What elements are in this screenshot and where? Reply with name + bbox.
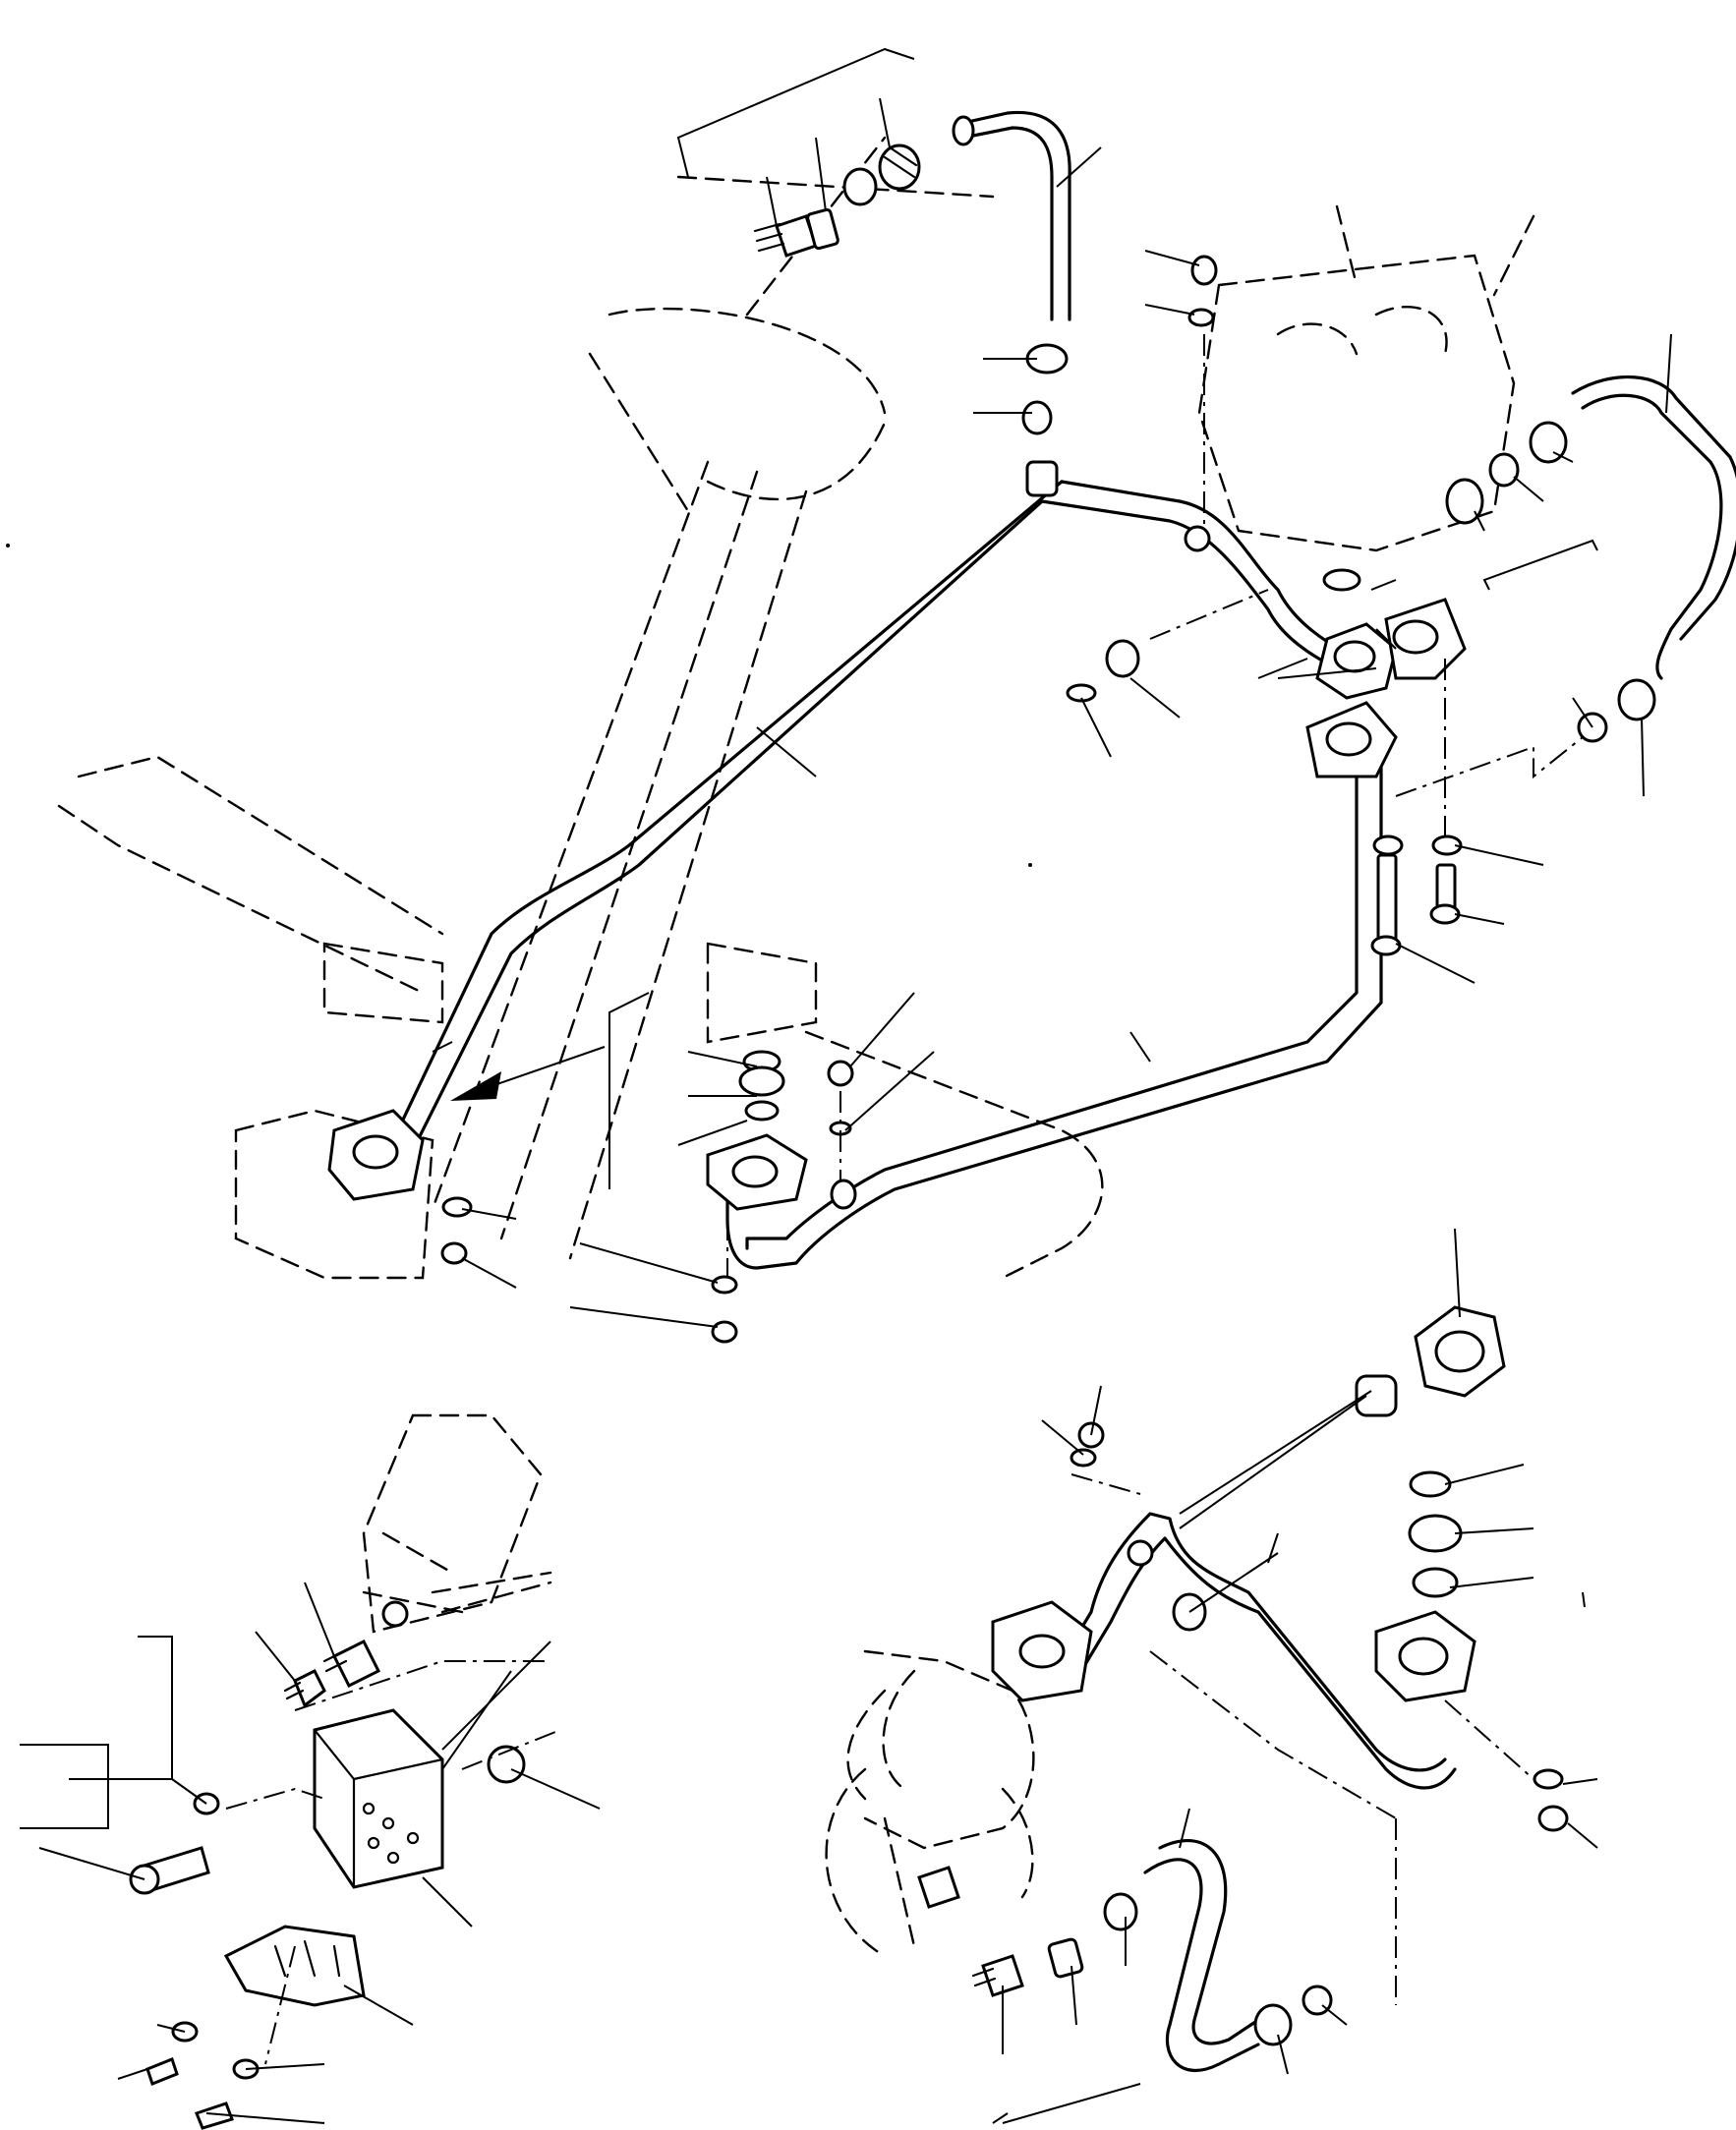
lower-right-assembly [825, 1228, 1598, 2124]
fittings-right [1445, 421, 1656, 743]
bolts-lower-left [129, 1792, 260, 2130]
fittings-mid-top [1021, 343, 1069, 497]
flange-lower-mid [706, 1050, 857, 1344]
hose-upper-left [952, 110, 1071, 321]
fittings-lower-right [1070, 1421, 1569, 1832]
centerlines-lower-left [225, 1660, 561, 2065]
control-valve-outline [1197, 204, 1535, 552]
bracket-outline-dashed [362, 1413, 552, 1634]
main-pipe-lower [725, 745, 1383, 1270]
arrow-indicator [450, 1046, 606, 1101]
valve-block-small [313, 1708, 444, 1889]
main-pipe-long [391, 480, 1378, 1152]
bolts-right [1370, 835, 1463, 956]
centerlines-lower-right [992, 1473, 1534, 2124]
sensor-fittings [283, 1600, 526, 1784]
flange-lower-right-2 [1374, 1470, 1476, 1702]
fittings-top [753, 144, 921, 258]
pump-outline-dashed [825, 1649, 1035, 1958]
leader-lines-lower-right [1002, 1228, 1598, 2124]
flange-lower-right-1 [991, 1600, 1093, 1702]
stray-marks [6, 544, 1586, 1608]
upper-piping-assembly [57, 47, 1736, 1344]
group-brackets [608, 47, 1598, 1189]
plug-fittings [1066, 255, 1218, 703]
steel-pipe-lower-right [1060, 1512, 1457, 1790]
leader-lines-upper [432, 97, 1672, 1328]
centerlines-upper [726, 334, 1584, 1278]
pump-housing-outline [234, 942, 444, 1280]
flange-lower-left [327, 1109, 473, 1265]
large-nut [1355, 1305, 1506, 1417]
solenoid-connector [223, 1925, 366, 2007]
hose-right [1571, 375, 1736, 680]
dashed-cylinder-outline [57, 136, 1104, 1280]
hose-lower-right [1143, 1839, 1260, 2072]
lower-left-assembly [20, 1413, 601, 2130]
leader-lines-lower-left [20, 1582, 601, 2124]
